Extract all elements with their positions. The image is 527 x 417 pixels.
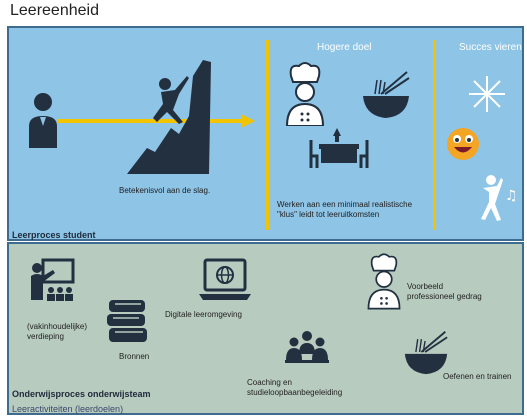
label-oefenen: Oefenen en trainen [443,372,512,381]
learning-process-panel: Hogere doel Succes vieren Betekenisvol a… [7,26,524,241]
noodle-bowl-icon [403,328,449,376]
group-icon [285,330,329,366]
header-hogere-doel: Hogere doel [317,42,372,53]
footer-leerproces: Leerproces student [12,230,96,240]
caption-klus: Werken aan een minimaal realistische "kl… [277,200,413,219]
teacher-icon [29,258,77,304]
laptop-icon [197,258,253,302]
label-digitale: Digitale leeromgeving [165,310,242,319]
dinner-table-icon [309,126,369,170]
svg-text:♫: ♫ [505,188,517,204]
fireworks-icon [465,72,509,116]
label-voorbeeld: Voorbeeld professioneel gedrag [407,282,482,301]
student-icon [25,92,61,152]
footer-leeractiviteiten: Leeractiviteiten (leerdoelen) [12,404,124,414]
smiley-icon [445,126,481,162]
page-title: Leereenheid [10,2,99,19]
chef-icon [283,62,327,126]
header-succes-vieren: Succes vieren [459,42,522,53]
noodle-bowl-icon [361,68,411,120]
footer-onderwijsproces: Onderwijsproces onderwijsteam [12,389,151,399]
climber-icon [127,56,217,176]
dancer-icon: ♫ [477,174,517,224]
education-process-panel: (vakinhoudelijke) verdieping Bronnen Dig… [7,242,524,415]
chef-icon [365,252,403,310]
divider-left [266,40,269,230]
books-icon [105,296,149,346]
divider-right [433,40,436,230]
label-bronnen: Bronnen [119,352,150,361]
label-coaching: Coaching en studieloopbaanbegeleiding [247,378,343,397]
arrow-icon [57,114,255,128]
label-verdieping: (vakinhoudelijke) verdieping [27,322,88,341]
caption-slag: Betekenisvol aan de slag. [119,186,211,195]
